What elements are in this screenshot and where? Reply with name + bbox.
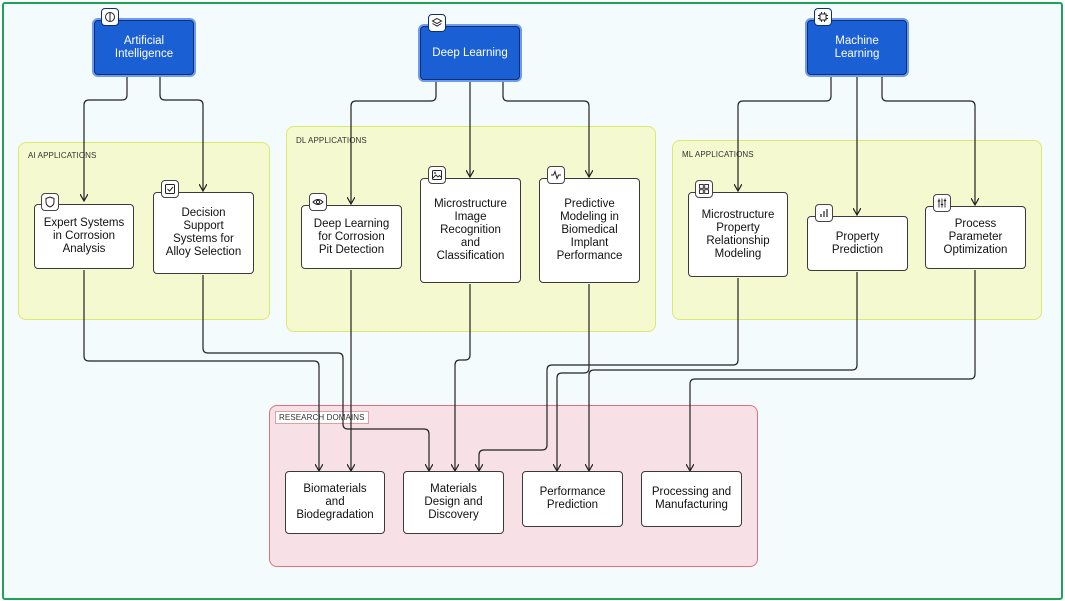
bar-chart-icon <box>815 204 833 222</box>
node-processing-label: Processing and Manufacturing <box>651 486 732 511</box>
node-processing[interactable]: Processing and Manufacturing <box>641 471 742 527</box>
brain-icon <box>101 8 119 26</box>
node-decision-support-label: Decision Support Systems for Alloy Selec… <box>165 207 242 258</box>
cpu-chip-icon <box>814 8 832 26</box>
node-property-prediction[interactable]: Property Prediction <box>807 216 908 271</box>
grid-icon <box>695 180 713 198</box>
node-predictive-label: Predictive Modeling in Biomedical Implan… <box>556 198 623 262</box>
image-icon <box>428 166 446 184</box>
node-micro-image[interactable]: Microstructure Image Recognition and Cla… <box>420 178 521 283</box>
node-predictive[interactable]: Predictive Modeling in Biomedical Implan… <box>539 178 640 283</box>
node-artificial-intelligence[interactable]: Artificial Intelligence <box>94 20 194 75</box>
node-artificial-intelligence-label: Artificial Intelligence <box>114 34 174 60</box>
layers-icon <box>428 14 446 32</box>
node-process-param-label: Process Parameter Optimization <box>943 218 1008 256</box>
edge-ml-micro-property <box>738 75 832 190</box>
node-machine-learning-label: Machine Learning <box>834 34 880 60</box>
group-label-ai-applications: AI APPLICATIONS <box>28 151 97 160</box>
group-label-dl-applications: DL APPLICATIONS <box>296 136 367 145</box>
node-deep-learning[interactable]: Deep Learning <box>420 26 520 80</box>
node-biomaterials[interactable]: Biomaterials and Biodegradation <box>285 471 385 534</box>
node-materials-design[interactable]: Materials Design and Discovery <box>403 471 504 534</box>
sliders-icon <box>933 194 951 212</box>
edge-decision-materials <box>202 275 429 470</box>
edge-dl-corrosion <box>351 80 437 203</box>
group-label-research-domains: RESEARCH DOMAINS <box>275 411 369 424</box>
node-performance-label: Performance Prediction <box>539 486 606 511</box>
node-micro-property-label: Microstructure Property Relationship Mod… <box>701 208 775 260</box>
node-process-param[interactable]: Process Parameter Optimization <box>925 206 1026 269</box>
edge-ai-decision <box>159 75 203 190</box>
edge-ml-process <box>881 75 975 204</box>
edge-ai-expert <box>84 75 128 200</box>
activity-icon <box>547 166 565 184</box>
node-deep-learning-label: Deep Learning <box>432 46 508 59</box>
edge-expert-biomaterials <box>83 270 319 470</box>
node-dl-corrosion[interactable]: Deep Learning for Corrosion Pit Detectio… <box>301 205 402 269</box>
shield-icon <box>41 193 59 211</box>
node-expert-systems[interactable]: Expert Systems in Corrosion Analysis <box>34 204 134 269</box>
eye-icon <box>309 193 327 211</box>
group-label-ml-applications: ML APPLICATIONS <box>682 150 754 159</box>
node-decision-support[interactable]: Decision Support Systems for Alloy Selec… <box>153 192 254 274</box>
node-property-prediction-label: Property Prediction <box>831 230 884 256</box>
checkbox-icon <box>161 180 179 198</box>
edge-dl-predictive <box>502 80 589 176</box>
node-performance[interactable]: Performance Prediction <box>522 471 623 527</box>
node-materials-design-label: Materials Design and Discovery <box>424 483 483 521</box>
node-biomaterials-label: Biomaterials and Biodegradation <box>296 483 374 521</box>
node-machine-learning[interactable]: Machine Learning <box>807 20 907 75</box>
edge-micro-property-materials <box>479 278 739 470</box>
edge-property-performance <box>589 272 858 470</box>
node-dl-corrosion-label: Deep Learning for Corrosion Pit Detectio… <box>313 217 390 256</box>
node-micro-image-label: Microstructure Image Recognition and Cla… <box>434 198 507 262</box>
edge-process-processing <box>690 270 976 470</box>
edge-micro-image-materials <box>455 284 471 470</box>
node-expert-systems-label: Expert Systems in Corrosion Analysis <box>43 217 125 255</box>
node-micro-property[interactable]: Microstructure Property Relationship Mod… <box>688 192 788 277</box>
edge-predictive-performance <box>557 284 590 470</box>
